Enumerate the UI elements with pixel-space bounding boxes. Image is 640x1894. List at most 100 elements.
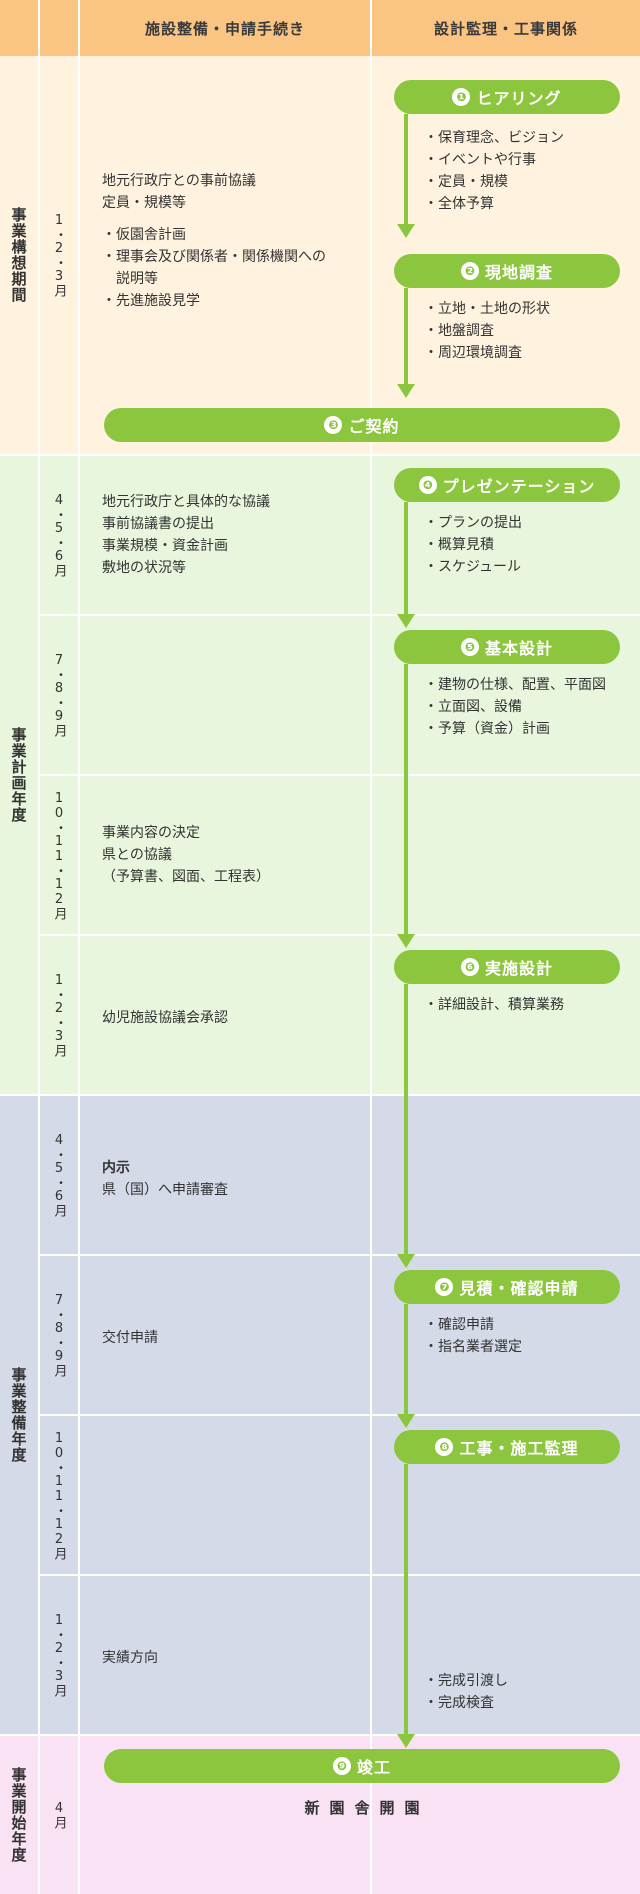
phase-divider [0, 454, 640, 456]
left-block-plan1: 地元行政庁と具体的な協議 事前協議書の提出 事業規模・資金計画 敷地の状況等 [102, 491, 364, 579]
flow-arrow-line [404, 114, 408, 224]
left-block-maint2: 交付申請 [102, 1327, 364, 1349]
step-label: 基本設計 [484, 639, 553, 658]
step-number: ❾ [332, 1757, 351, 1775]
left-block-maint1: 内示 県（国）へ申請審査 [102, 1157, 364, 1201]
list-item: ・完成検査 [424, 1695, 494, 1711]
text-line: 県との協議 [102, 847, 172, 863]
text-line: 事業内容の決定 [102, 825, 200, 841]
step-number: ❺ [460, 638, 479, 656]
column-divider [38, 0, 40, 1894]
phase-divider [0, 1734, 640, 1736]
flow-arrowhead [397, 614, 415, 628]
text-line: 地元行政庁との事前協議 [102, 173, 256, 189]
step-6-items: ・詳細設計、積算業務 [424, 994, 564, 1016]
step-label: ご契約 [348, 417, 400, 436]
list-item: ・イベントや行事 [424, 152, 536, 168]
text-line: 地元行政庁と具体的な協議 [102, 494, 270, 510]
header-col-left: 施設整備・申請手続き [144, 19, 305, 38]
step-8-items: ・完成引渡し ・完成検査 [424, 1670, 508, 1714]
flow-arrow-line [404, 1304, 408, 1414]
step-number: ❼ [435, 1278, 454, 1296]
flow-arrow-line [404, 664, 408, 934]
month-label: 1・2・3月 [51, 973, 67, 1057]
step-label: 工事・施工監理 [459, 1439, 579, 1458]
list-item: ・概算見積 [424, 537, 494, 553]
step-label: 竣工 [356, 1758, 391, 1777]
step-7-items: ・確認申請 ・指名業者選定 [424, 1314, 522, 1358]
text-line: 説明等 [116, 271, 158, 287]
flow-arrowhead [397, 1414, 415, 1428]
column-divider [370, 0, 372, 1894]
list-item: ・定員・規模 [424, 174, 508, 190]
column-divider [78, 0, 80, 1894]
step-4-presentation: ❹ プレゼンテーション [394, 468, 620, 502]
text-line: 敷地の状況等 [102, 560, 186, 576]
header-bar [0, 0, 640, 56]
month-label: 7・8・9月 [51, 653, 67, 737]
step-7-estimate-confirmation: ❼ 見積・確認申請 [394, 1270, 620, 1304]
row-divider [40, 1254, 640, 1256]
step-number: ❹ [418, 476, 437, 494]
list-item: ・地盤調査 [424, 323, 494, 339]
step-2-items: ・立地・土地の形状 ・地盤調査 ・周辺環境調査 [424, 298, 550, 364]
step-label: ヒアリング [476, 89, 562, 108]
list-item: ・指名業者選定 [424, 1339, 522, 1355]
step-6-detailed-design: ❻ 実施設計 [394, 950, 620, 984]
month-label: 4月 [51, 1801, 67, 1829]
flow-arrow-line [404, 984, 408, 1254]
step-3-contract: ❸ ご契約 [104, 408, 620, 442]
month-label: 7・8・9月 [51, 1293, 67, 1377]
step-number: ❻ [460, 958, 479, 976]
step-number: ❶ [452, 88, 471, 106]
flow-arrowhead [397, 384, 415, 398]
flow-arrowhead [397, 1254, 415, 1268]
step-8-construction: ❽ 工事・施工監理 [394, 1430, 620, 1464]
list-item: ・確認申請 [424, 1317, 494, 1333]
row-divider [40, 934, 640, 936]
row-divider [40, 1574, 640, 1576]
month-label: 1・2・3月 [51, 1613, 67, 1697]
list-item: ・周辺環境調査 [424, 345, 522, 361]
new-building-opening: 新園舎開園 [304, 1799, 430, 1817]
phase-label-start: 事業開始年度 [9, 1767, 28, 1863]
flow-arrow-line [404, 288, 408, 384]
text-line: ・先進施設見学 [102, 293, 200, 309]
text-line: 実績方向 [102, 1650, 158, 1666]
flow-arrow-line [404, 1464, 408, 1734]
text-line: ・仮園舎計画 [102, 227, 186, 243]
step-label: 実施設計 [484, 959, 553, 978]
step-number: ❽ [435, 1438, 454, 1456]
text-line: 県（国）へ申請審査 [102, 1182, 228, 1198]
list-item: ・建物の仕様、配置、平面図 [424, 677, 606, 693]
flow-arrowhead [397, 224, 415, 238]
month-label: 4・5・6月 [51, 1133, 67, 1217]
row-divider [40, 774, 640, 776]
list-item: ・スケジュール [424, 559, 522, 575]
list-item: ・予算（資金）計画 [424, 721, 550, 737]
step-9-completion: ❾ 竣工 [104, 1749, 620, 1783]
flow-arrowhead [397, 1734, 415, 1748]
list-item: ・保育理念、ビジョン [424, 130, 564, 146]
list-item: ・立面図、設備 [424, 699, 522, 715]
step-label: プレゼンテーション [442, 477, 596, 496]
text-line: ・理事会及び関係者・関係機関への [102, 249, 326, 265]
left-block-plan4: 幼児施設協議会承認 [102, 1007, 364, 1029]
text-line: 事前協議書の提出 [102, 516, 214, 532]
list-item: ・立地・土地の形状 [424, 301, 550, 317]
step-label: 見積・確認申請 [459, 1279, 579, 1298]
left-block-maint4: 実績方向 [102, 1647, 364, 1669]
text-line: 定員・規模等 [102, 195, 186, 211]
list-item: ・全体予算 [424, 196, 494, 212]
step-1-hearing: ❶ ヒアリング [394, 80, 620, 114]
step-number: ❸ [324, 416, 343, 434]
month-label: 1・2・3月 [51, 213, 67, 297]
step-1-items: ・保育理念、ビジョン ・イベントや行事 ・定員・規模 ・全体予算 [424, 127, 564, 215]
row-divider [40, 614, 640, 616]
step-5-items: ・建物の仕様、配置、平面図 ・立面図、設備 ・予算（資金）計画 [424, 674, 606, 740]
step-5-basic-design: ❺ 基本設計 [394, 630, 620, 664]
phase-label-concept: 事業構想期間 [9, 207, 28, 303]
left-block-concept: 地元行政庁との事前協議 定員・規模等 ・仮園舎計画 ・理事会及び関係者・関係機関… [102, 170, 364, 312]
list-item: ・プランの提出 [424, 515, 522, 531]
